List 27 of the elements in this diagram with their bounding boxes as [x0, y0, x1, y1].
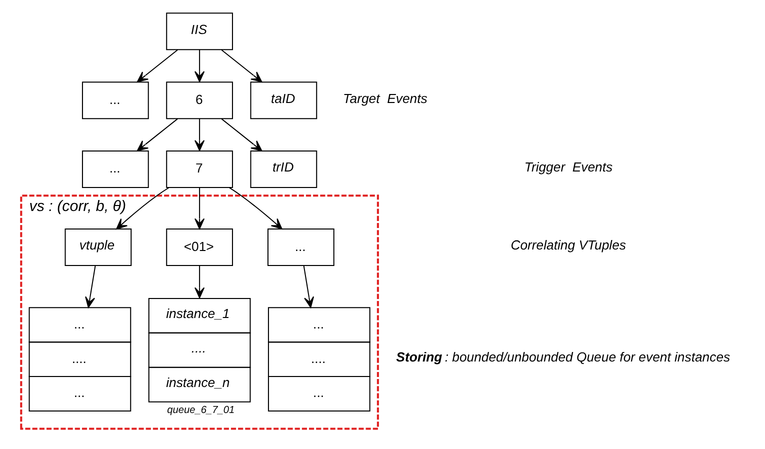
- arrow: [302, 265, 314, 308]
- arrow: [228, 186, 282, 229]
- node-box: 7: [166, 150, 232, 188]
- arrow: [194, 265, 204, 298]
- arrow: [116, 186, 169, 229]
- label: Storing : bounded/unbounded Queue for event instances: [396, 349, 730, 364]
- node-box: IIS: [166, 12, 232, 50]
- node-box: taID: [250, 81, 317, 119]
- node-box: ...: [81, 150, 148, 188]
- node-label: queue_6_7_01: [166, 404, 234, 416]
- node-box: <01>: [166, 228, 232, 266]
- arrow: [194, 187, 204, 229]
- node-box: 6: [166, 81, 232, 119]
- label: Correlating VTuples: [510, 237, 626, 252]
- node-box: ...: [81, 81, 148, 119]
- arrow: [84, 265, 96, 308]
- label: Target Events: [342, 90, 427, 106]
- label: Trigger Events: [524, 159, 612, 174]
- node-box: trID: [250, 150, 317, 188]
- arrow: [194, 118, 204, 151]
- arrow: [220, 118, 262, 151]
- arrow: [194, 50, 204, 82]
- node-box: ...: [266, 228, 334, 266]
- arrow: [220, 49, 262, 82]
- arrow: [136, 118, 178, 151]
- arrow: [136, 49, 178, 82]
- node-box: vtuple: [64, 228, 132, 266]
